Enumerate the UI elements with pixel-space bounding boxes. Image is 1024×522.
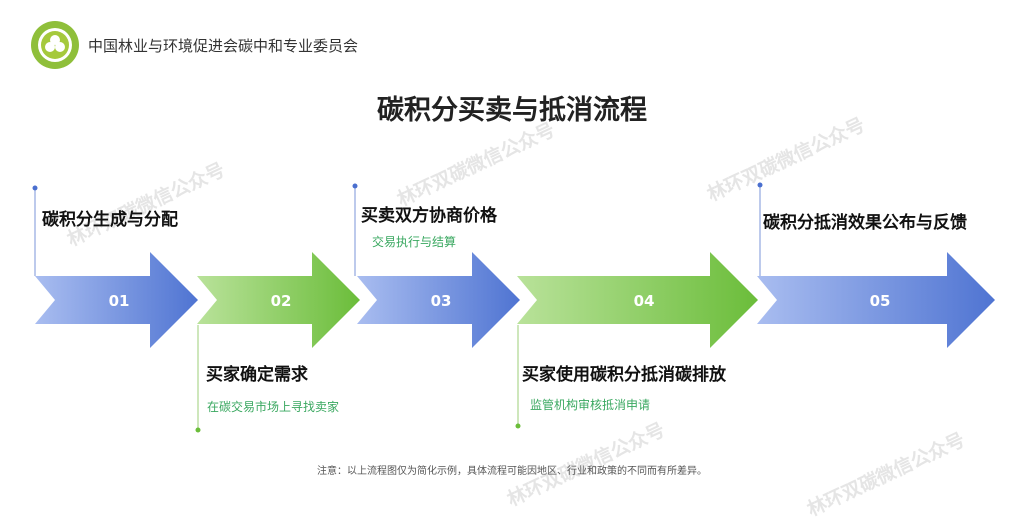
step-label-01: 碳积分生成与分配 (42, 210, 178, 230)
footnote: 注意：以上流程图仅为简化示例，具体流程可能因地区、行业和政策的不同而有所差异。 (317, 466, 707, 477)
logo (31, 21, 79, 69)
arrow-05 (757, 252, 995, 348)
step-number-05: 05 (870, 292, 891, 310)
arrow-02 (197, 252, 360, 348)
step-sub-04: 监管机构审核抵消申请 (530, 398, 651, 412)
arrow-04 (517, 252, 758, 348)
step-number-02: 02 (271, 292, 292, 310)
step-label-03: 买卖双方协商价格 (361, 206, 497, 226)
org-name: 中国林业与环境促进会碳中和专业委员会 (88, 37, 359, 55)
arrow-01 (35, 252, 198, 348)
step-label-05: 碳积分抵消效果公布与反馈 (763, 213, 967, 233)
step-number-03: 03 (431, 292, 452, 310)
step-sub-03: 交易执行与结算 (372, 235, 457, 249)
step-label-02: 买家确定需求 (206, 365, 308, 385)
step-number-04: 04 (634, 292, 655, 310)
step-sub-02: 在碳交易市场上寻找卖家 (207, 400, 340, 414)
flow-diagram: 01 02 03 04 05 (31, 21, 995, 433)
step-number-01: 01 (109, 292, 130, 310)
arrow-03 (357, 252, 520, 348)
page-title: 碳积分买卖与抵消流程 (377, 95, 647, 126)
step-label-04: 买家使用碳积分抵消碳排放 (522, 365, 726, 385)
